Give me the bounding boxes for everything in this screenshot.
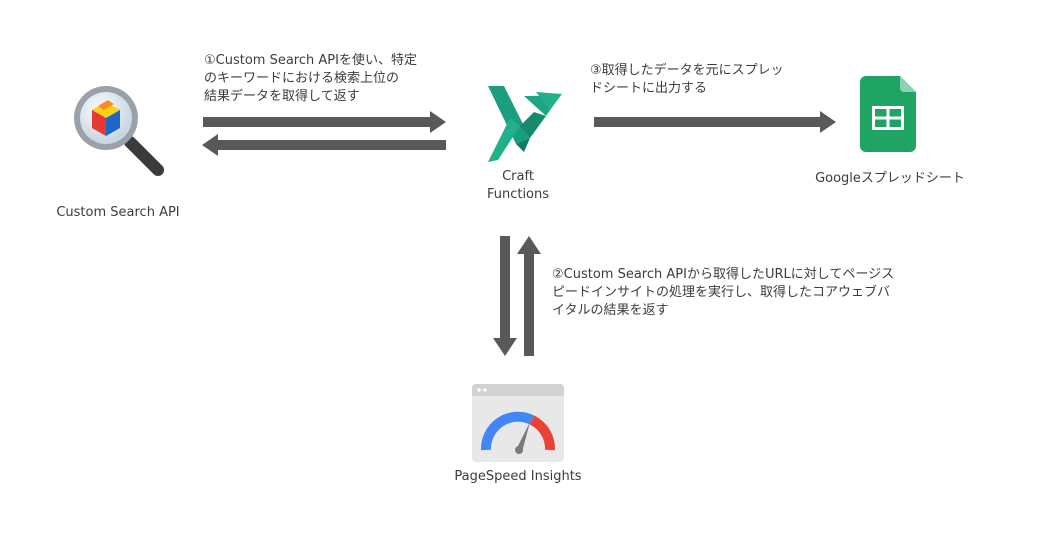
craft-label-line2: Functions: [486, 187, 550, 202]
craft-label: Craft Functions: [468, 168, 568, 204]
arrow-to-custom-search: [202, 134, 446, 156]
arrow-to-pagespeed: [493, 236, 517, 356]
step2-line3: イタルの結果を返す: [552, 303, 669, 318]
step3-line1: ③取得したデータを元にスプレッ: [590, 63, 784, 78]
pagespeed-label: PageSpeed Insights: [454, 469, 582, 484]
step1-line3: 結果データを取得して返す: [204, 89, 360, 104]
step3-line2: ドシートに出力する: [590, 81, 708, 96]
step1-line2: のキーワードにおける検索上位の: [204, 71, 400, 86]
step2-line2: ピードインサイトの処理を実行し、取得したコアウェブバ: [552, 285, 891, 300]
step1-line1: ①Custom Search APIを使い、特定: [204, 53, 417, 68]
step2-line1: ②Custom Search APIから取得したURLに対してページス: [552, 267, 895, 282]
step3-annotation: ③取得したデータを元にスプレッ ドシートに出力する: [590, 62, 850, 98]
sheets-label: Googleスプレッドシート: [815, 171, 965, 186]
step1-annotation: ①Custom Search APIを使い、特定 のキーワードにおける検索上位の…: [204, 52, 464, 106]
arrow-to-sheets: [594, 111, 836, 133]
google-sheets-icon: [860, 76, 918, 152]
craft-label-line1: Craft: [502, 169, 534, 184]
custom-search-magnifier-icon: [68, 80, 168, 180]
craft-functions-logo-icon: [484, 82, 564, 164]
step2-annotation: ②Custom Search APIから取得したURLに対してページス ピードイ…: [552, 266, 972, 320]
arrow-to-craft-up: [517, 236, 541, 356]
arrow-to-craft: [203, 111, 446, 133]
custom-search-label: Custom Search API: [56, 205, 180, 220]
pagespeed-insights-icon: [472, 384, 564, 462]
